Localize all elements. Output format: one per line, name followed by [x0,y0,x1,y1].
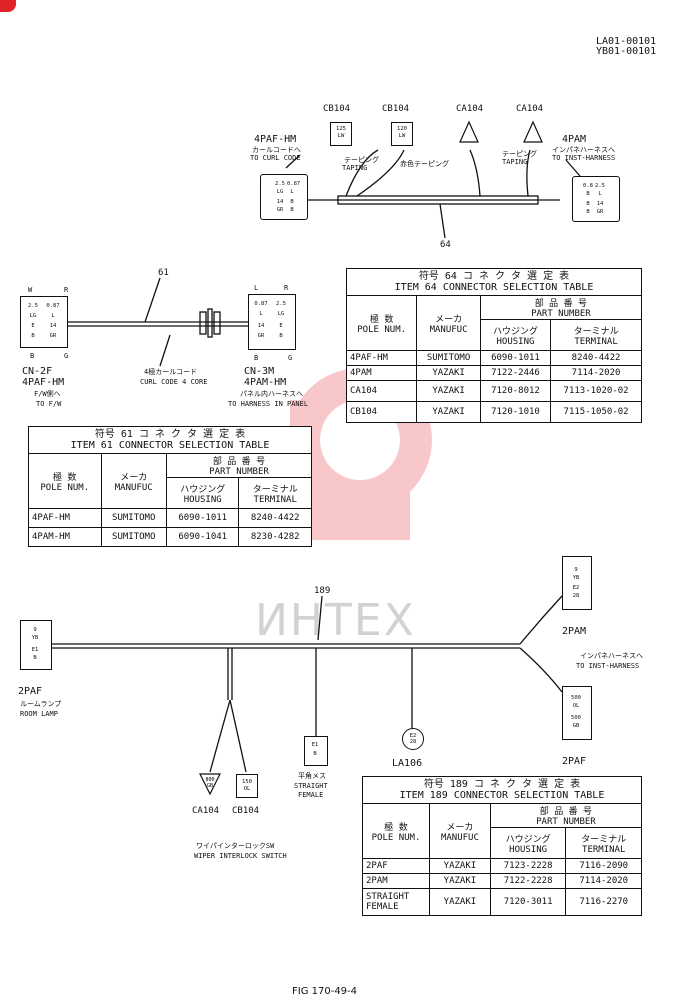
cn3m-pin-g: G [288,354,293,362]
cn2f-code: CN-2F [22,366,53,377]
cn2f-pin-w: W [28,286,33,294]
taping-jp-left: テーピング [344,156,379,164]
connector-cb104-bottom: 150 OL [236,774,258,798]
right-2paf-label: 2PAF [562,756,587,767]
table-61-title-en: ITEM 61 CONNECTOR SELECTION TABLE [70,440,270,451]
top-right-en: TO INST-HARNESS [552,154,616,162]
connector-2pam: 9 YB E2 28 [562,556,592,610]
connector-2paf-left: 9 YB E1 B [20,620,52,670]
wire-189-label: 189 [314,586,331,596]
watermark-text: ИНТЕХ [255,595,416,646]
straight-en-1: STRAIGHT [294,782,328,790]
cn2f-jp: F/W側へ [34,390,61,398]
connector-cn-3m: 0.87 2.5 L LG 14 E GR B [248,294,296,350]
cn3m-code: CN-3M [244,366,275,377]
connector-2paf-right: 500 OL 500 GB [562,686,592,740]
ca104-tag-a [459,120,479,143]
cn3m-pin-r: R [284,284,289,292]
cb104-label-a: CB104 [323,104,351,114]
right-2pam-label: 2PAM [562,626,587,637]
table-64-title-jp: 符号 64 コ ネ ク タ 選 定 表 [418,271,570,282]
wiper-switch-en: WIPER INTERLOCK SWITCH [194,852,287,860]
top-right-jp: インパネハーネスへ [552,146,615,154]
top-right-conn-label: 4PAM [562,134,587,145]
table-189-title-jp: 符号 189 コ ネ ク タ 選 定 表 [423,779,581,790]
table-189-title-en: ITEM 189 CONNECTOR SELECTION TABLE [399,790,605,801]
room-lamp-jp: ルームランプ [20,700,62,708]
taping-left: TAPING [342,164,368,172]
top-left-conn-label: 4PAF-HM [254,134,297,145]
cn3m-pin-l: L [254,284,259,292]
straight-en-2: FEMALE [298,791,324,799]
svg-text:GB: GB [207,783,213,789]
inst-harness-en: TO INST-HARNESS [576,662,640,670]
inst-harness-jp: インパネハーネスへ [580,652,643,660]
ca104-label-a: CA104 [456,104,484,114]
ca104-label-b: CA104 [516,104,544,114]
corner-mark [0,0,16,12]
taping-jp-right: テーピング [502,150,537,158]
cn2f-conn: 4PAF-HM [22,377,65,388]
cn3m-conn: 4PAM-HM [244,377,287,388]
curl-cord-en: CURL CODE 4 CORE [140,378,208,386]
wire-61-label: 61 [158,268,169,278]
straight-jp: 平角メス [298,772,326,780]
connector-cn-2f: 2.5 0.87 LG L E 14 B GR [20,296,68,348]
cb104-label-b: CB104 [382,104,410,114]
ca104-bottom-label: CA104 [192,806,220,816]
connector-ca104-triangle: 800 GB [199,773,221,796]
doc-id-2: YB01-00101 [596,46,657,57]
cb104-bottom-label: CB104 [232,806,260,816]
doc-id-1: LA01-00101 [596,36,657,47]
curl-cord-jp: 4極カールコード [144,368,198,376]
svg-text:800: 800 [205,777,214,783]
cn2f-pin-b: B [30,352,35,360]
top-left-en: TO CURL CODE [250,154,301,162]
cb104-tag-a: 125 LW [330,122,352,146]
cn3m-pin-b: B [254,354,259,362]
ca104-tag-b [523,120,543,143]
connector-4paf-hm: 2.5 0.87 LG L 14 B GR B [260,174,308,220]
top-left-jp: カールコードへ [252,146,301,154]
taping-right: TAPING [502,158,528,166]
la106-label: LA106 [392,758,423,769]
room-lamp-en: ROOM LAMP [20,710,58,718]
cn2f-pin-r: R [64,286,69,294]
figure-label: FIG 170-49-4 [292,986,358,997]
wire-64-label: 64 [440,240,451,250]
table-61-title-jp: 符号 61 コ ネ ク タ 選 定 表 [94,429,246,440]
cn2f-en: TO F/W [36,400,62,408]
cn2f-pin-g: G [64,352,69,360]
cn3m-en: TO HARNESS IN PANEL [228,400,309,408]
connector-la106: E2 28 [402,728,424,750]
cn3m-jp: パネル内ハーネスへ [240,390,303,398]
table-64-title-en: ITEM 64 CONNECTOR SELECTION TABLE [394,282,594,293]
connector-straight-female: E1 B [304,736,328,766]
left-2paf-label: 2PAF [18,686,43,697]
cb104-tag-b: 120 LW [391,122,413,146]
wiper-switch-jp: ワイパインターロックSW [196,842,275,850]
connector-4pam: 0.8 2.5 B L B 14 B GR [572,176,620,222]
red-taping-jp: 赤色テーピング [400,160,449,168]
